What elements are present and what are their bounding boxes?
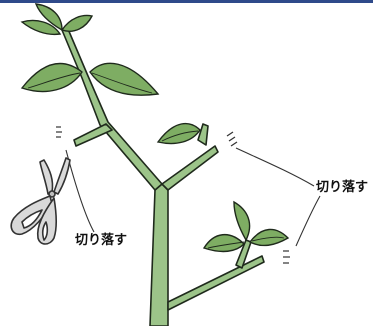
leaf-right-large	[90, 63, 158, 95]
pruning-shears-icon	[11, 158, 70, 244]
leaf-lower-1	[234, 202, 250, 240]
leaf-top-2	[62, 16, 92, 32]
leaf-branch	[158, 124, 200, 144]
cut-label-left: 切り落す	[75, 234, 127, 247]
leader-line-right-upper	[236, 148, 314, 186]
leader-line-right-lower	[296, 196, 320, 246]
top-border	[0, 0, 373, 3]
cut-label-right: 切り落す	[316, 181, 368, 194]
